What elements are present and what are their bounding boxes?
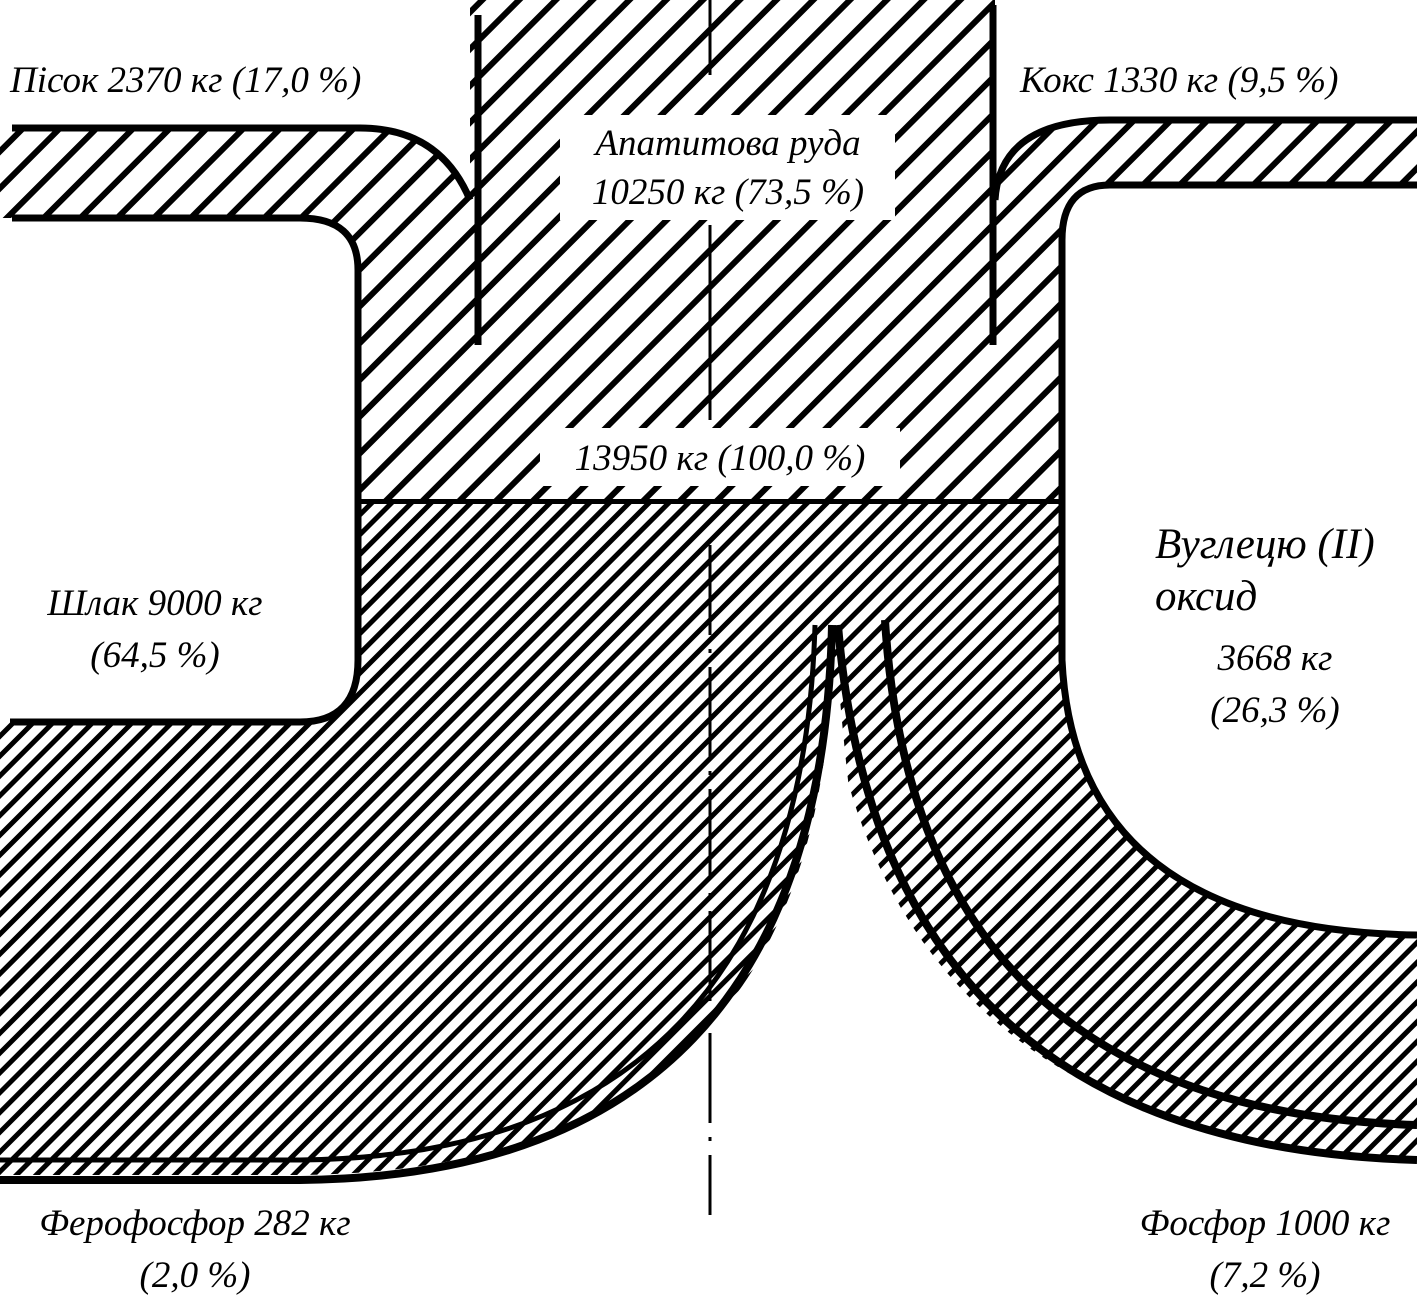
co-flow-band [800, 504, 1417, 1160]
sand-flow-outline [12, 124, 474, 500]
labels: Пісок 2370 кг (17,0 %) Кокс 1330 кг (9,5… [9, 60, 1390, 1296]
phosphorus-share-label: (7,2 %) [1210, 1255, 1321, 1296]
ferrophos-inner-outline [0, 624, 818, 1163]
slag-flow-band [0, 504, 830, 1175]
phosphorus-outer-outline [834, 624, 1417, 1164]
slag-share-label: (64,5 %) [90, 635, 219, 676]
sand-flow-band [0, 128, 470, 360]
co-outline [1058, 500, 1417, 939]
ore-name-label: Апатитова руда [592, 123, 860, 164]
ferrophos-name-label: Ферофосфор 282 кг [39, 1203, 350, 1244]
total-label: 13950 кг (100,0 %) [575, 438, 866, 479]
co-name-line1: Вуглецю (ІІ) [1155, 521, 1375, 568]
co-share-label: (26,3 %) [1210, 690, 1339, 731]
sand-label: Пісок 2370 кг (17,0 %) [9, 60, 361, 101]
phosphorus-name-label: Фосфор 1000 кг [1140, 1203, 1391, 1244]
ferrophos-outer-outline [0, 624, 836, 1184]
total-label-backdrop [540, 428, 900, 486]
ore-label-backdrop [560, 115, 895, 220]
co-name-line2: оксид [1155, 573, 1257, 620]
slag-outline [10, 500, 362, 726]
slag-name-label: Шлак 9000 кг [46, 583, 262, 624]
phosphorus-inner-outline [881, 619, 1417, 1129]
output-gap [500, 700, 1000, 1307]
ore-amount-label: 10250 кг (73,5 %) [592, 172, 864, 213]
coke-flow-band [995, 120, 1417, 350]
coke-flow-outline [991, 116, 1417, 500]
output-flows [0, 500, 1417, 1307]
input-flows [0, 0, 1417, 500]
ferrophos-share-label: (2,0 %) [140, 1255, 251, 1296]
coke-label: Кокс 1330 кг (9,5 %) [1019, 60, 1338, 101]
co-amount-label: 3668 кг [1217, 638, 1333, 679]
